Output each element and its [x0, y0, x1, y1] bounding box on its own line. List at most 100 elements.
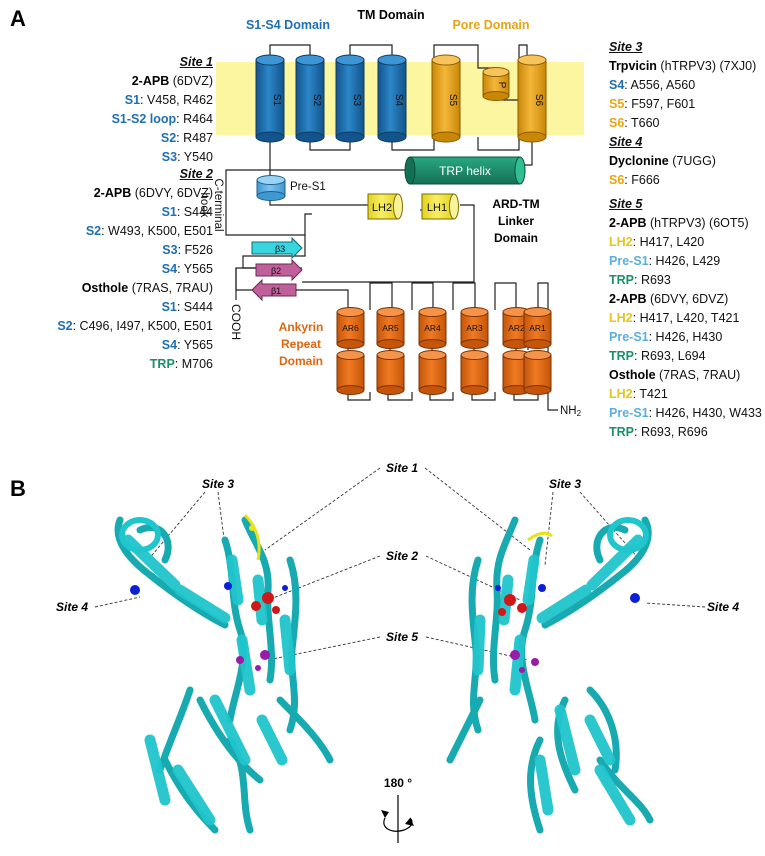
helix-s5: S5 [431, 54, 461, 143]
ankyrin-label-1: Ankyrin [279, 320, 324, 334]
ar1-repeat: AR1 [523, 307, 552, 395]
site3-row-1-text: : A556, A560 [624, 78, 696, 92]
site1-row-1-label: S1 [124, 93, 141, 107]
site2-row-8-label: S4 [161, 338, 178, 352]
b-site4-left-label: Site 4 [56, 600, 88, 614]
helix-s3: S3 [335, 54, 365, 143]
site5-row-1-text: : H417, L420 [632, 235, 705, 249]
site5-row-5-label: LH2 [609, 311, 633, 325]
ar4: AR4 [418, 307, 447, 395]
helix-s1: S1 [255, 54, 285, 143]
site4-title: Site 4 [609, 135, 643, 149]
site3-row-2-label: S5 [609, 97, 625, 111]
site2-row-0-text: (6DVY, 6DVZ) [131, 186, 213, 200]
site2-row-4-text: : Y565 [177, 262, 213, 276]
site1-row-4-label: S3 [161, 150, 178, 164]
site5-row-11-label: TRP [609, 425, 634, 439]
site4-block: Site 4 Dyclonine (7UGG) S6: F666 [609, 133, 716, 190]
cooh-label: COOH [229, 304, 243, 340]
site5-row-3-label: TRP [609, 273, 634, 287]
site5-row-6-label: Pre-S1 [609, 330, 649, 344]
site2-row-8-text: : Y565 [177, 338, 213, 352]
site1-row-0-label: 2-APB [131, 74, 170, 88]
lh1-helix: LH1 [421, 193, 459, 220]
protein-structure-right [446, 516, 654, 834]
ar1-label: AR1 [529, 323, 546, 333]
site2-row-9-text: : M706 [174, 357, 213, 371]
site4-row-1-text: : F666 [624, 173, 660, 187]
b-site3-left-label: Site 3 [202, 477, 234, 491]
site4-row-0-text: (7UGG) [668, 154, 716, 168]
ar5: AR5 [376, 307, 405, 395]
beta2-label: β2 [271, 266, 281, 276]
helix-s2-label: S2 [311, 94, 322, 107]
site5-row-7-text: : R693, L694 [634, 349, 706, 363]
trp-helix: TRP helix [404, 156, 526, 185]
site5-row-7-label: TRP [609, 349, 634, 363]
panel-label-a: A [10, 6, 26, 31]
site2-row-6-label: S1 [161, 300, 177, 314]
site2-row-1-label: S1 [161, 205, 177, 219]
ankyrin-label-3: Domain [279, 354, 323, 368]
site5-row-4-text: (6DVY, 6DVZ) [646, 292, 729, 306]
site5-row-0-label: 2-APB [609, 216, 647, 230]
pre-s1-helix: Pre-S1 [256, 175, 326, 201]
beta2-strand: β2 [255, 258, 303, 282]
site3-row-0-label: Trpvicin [609, 59, 657, 73]
ar2-label: AR2 [508, 323, 525, 333]
lh2-helix: LH2 [367, 193, 403, 220]
site5-row-0-text: (hTRPV3) (6OT5) [646, 216, 749, 230]
site5-row-9-text: : T421 [632, 387, 668, 401]
site3-row-2-text: : F597, F601 [624, 97, 696, 111]
ar3: AR3 [460, 307, 489, 395]
ar6-label: AR6 [342, 323, 359, 333]
helix-s6: S6 [517, 54, 547, 143]
site1-row-0-text: (6DVZ) [169, 74, 213, 88]
b-site4-right-label: Site 4 [707, 600, 739, 614]
beta1-strand: β1 [251, 278, 297, 302]
hook-label: hook [198, 193, 210, 218]
panel-label-b: B [10, 476, 26, 501]
tm-domain-label: TM Domain [357, 8, 424, 22]
helix-s5-label: S5 [447, 94, 458, 107]
helix-p-label: P [496, 82, 507, 89]
helix-p: P [482, 67, 510, 101]
site5-row-9-label: LH2 [609, 387, 633, 401]
site3-block: Site 3 Trpvicin (hTRPV3) (7XJ0) S4: A556… [609, 38, 756, 133]
site2-block: Site 2 2-APB (6DVY, 6DVZ) S1: S444 S2: W… [57, 165, 213, 374]
helix-s4: S4 [377, 54, 407, 143]
ar5-label: AR5 [382, 323, 399, 333]
site5-row-10-label: Pre-S1 [609, 406, 649, 420]
site2-row-6-text: : S444 [176, 300, 213, 314]
site5-row-3-text: : R693 [634, 273, 671, 287]
site2-title: Site 2 [179, 167, 213, 181]
b-site3-right-label: Site 3 [549, 477, 581, 491]
site5-row-4-label: 2-APB [609, 292, 647, 306]
site1-block: Site 1 2-APB (6DVZ) S1: V458, R462 S1-S2… [112, 53, 213, 167]
site1-row-2-text: : R464 [176, 112, 213, 126]
site5-row-1-label: LH2 [609, 235, 633, 249]
site2-row-7-text: : C496, I497, K500, E501 [72, 319, 213, 333]
site3-row-0-text: (hTRPV3) (7XJ0) [656, 59, 757, 73]
trp-helix-label: TRP helix [439, 164, 491, 178]
s1s4-domain-label: S1-S4 Domain [246, 18, 330, 32]
beta3-strand: β3 [251, 236, 303, 260]
b-site1-label: Site 1 [386, 461, 418, 475]
site1-row-3-label: S2 [160, 131, 177, 145]
site3-row-1-label: S4 [609, 78, 625, 92]
rotation-label: 180 ° [384, 776, 412, 790]
site2-row-5-label: Osthole [81, 281, 129, 295]
site5-row-8-label: Osthole [609, 368, 656, 382]
linker-domain-label: Domain [494, 231, 538, 245]
helix-s1-label: S1 [271, 94, 282, 107]
site2-row-2-label: S2 [85, 224, 102, 238]
site5-title: Site 5 [609, 197, 643, 211]
site5-row-10-text: : H426, H430, W433 [648, 406, 762, 420]
site3-row-3-text: : T660 [624, 116, 660, 130]
site5-row-2-label: Pre-S1 [609, 254, 649, 268]
site2-row-2-text: : W493, K500, E501 [101, 224, 213, 238]
pore-domain-label: Pore Domain [452, 18, 529, 32]
lh1-label: LH1 [427, 202, 447, 214]
site1-row-4-text: : Y540 [177, 150, 213, 164]
